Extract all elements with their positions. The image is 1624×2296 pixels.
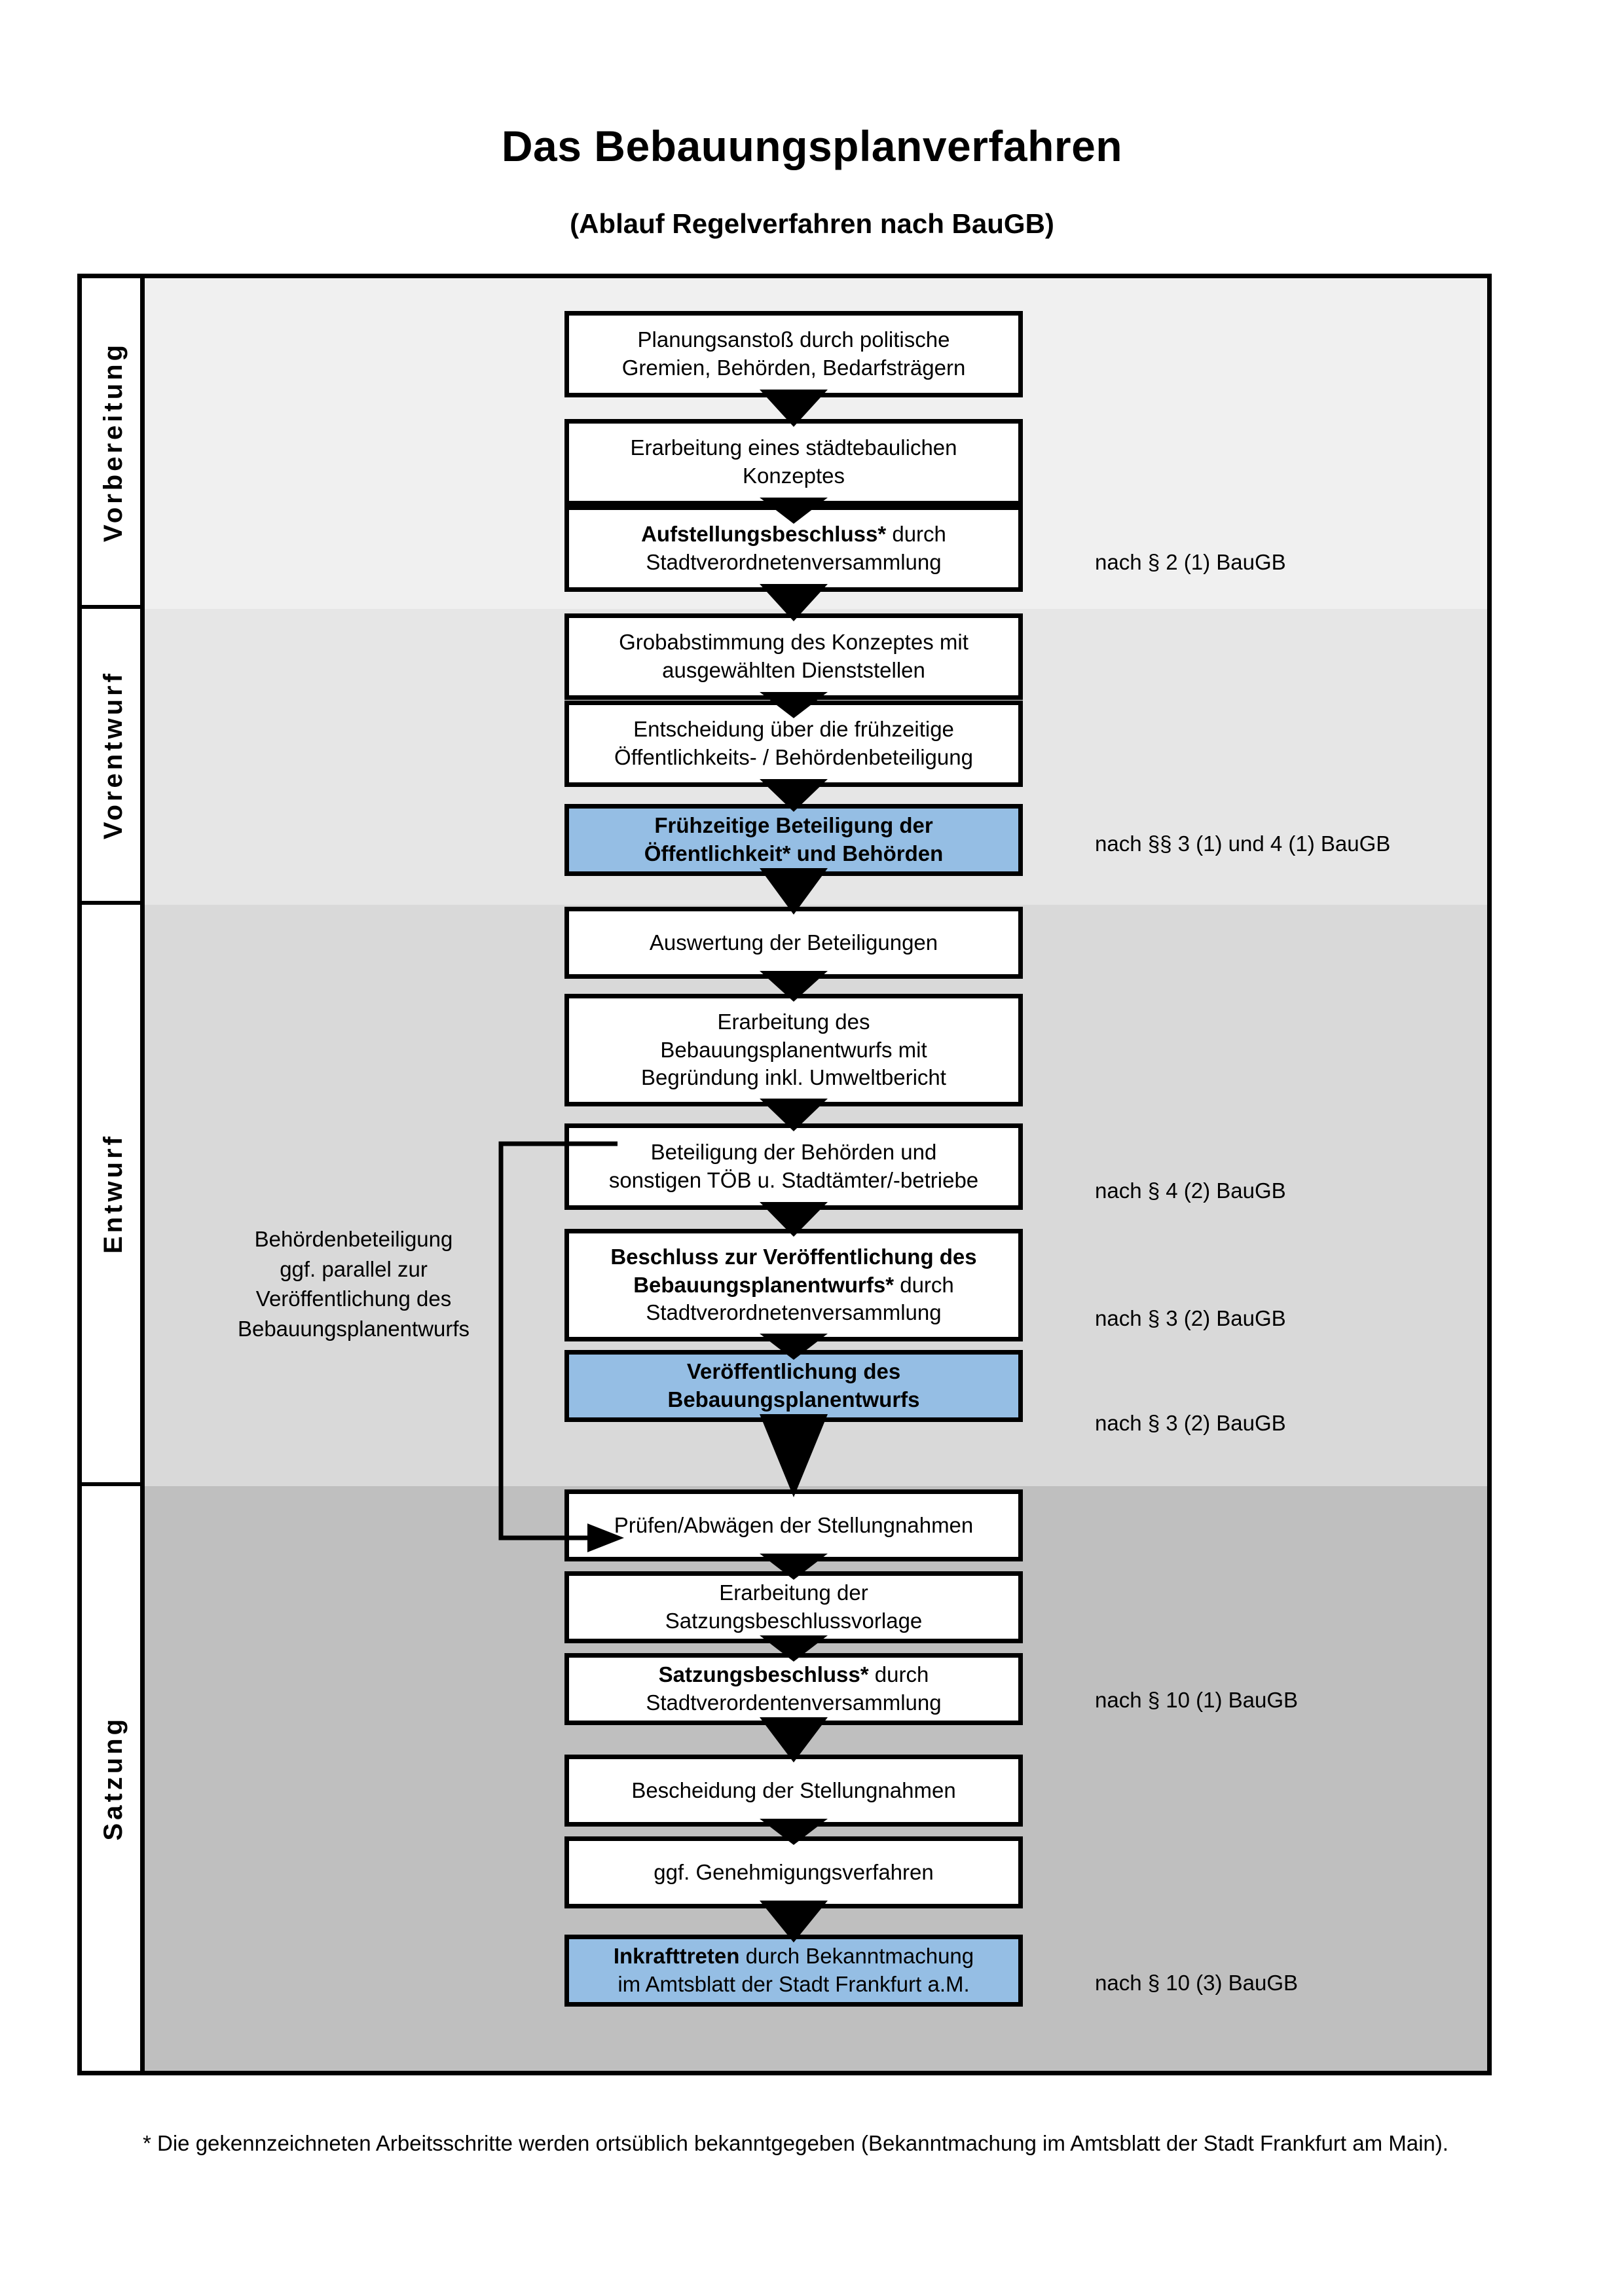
flow-arrow-down-icon: [760, 1202, 828, 1237]
legal-note-n7: nach § 10 (3) BauGB: [1095, 1971, 1299, 1995]
page-title: Das Bebauungsplanverfahren: [501, 122, 1123, 170]
phase-label-vorentwurf: Vorentwurf: [82, 609, 145, 905]
legal-note-n5: nach § 3 (2) BauGB: [1095, 1411, 1286, 1435]
flow-arrow-down-icon: [760, 498, 828, 524]
side-note-line: ggf. parallel zur: [280, 1256, 428, 1281]
side-note-line: Behördenbeteiligung: [254, 1227, 453, 1251]
flow-step-s15[interactable]: Bescheidung der Stellungnahmen: [564, 1755, 1023, 1827]
flow-arrow-down-icon: [760, 1414, 828, 1497]
flow-arrow-down-icon: [760, 584, 828, 621]
legal-note-n2: nach §§ 3 (1) und 4 (1) BauGB: [1095, 831, 1391, 856]
legal-note-n6: nach § 10 (1) BauGB: [1095, 1688, 1299, 1712]
legal-note-n3: nach § 4 (2) BauGB: [1095, 1178, 1286, 1203]
flow-step-label: Bescheidung der Stellungnahmen: [631, 1777, 956, 1802]
flow-arrow-down-icon: [760, 1819, 828, 1845]
phase-label-satzung: Satzung: [82, 1486, 145, 2071]
legal-note-n1: nach § 2 (1) BauGB: [1095, 550, 1286, 574]
flow-arrow-down-icon: [760, 1099, 828, 1131]
flow-arrow-down-icon: [760, 971, 828, 1002]
flow-arrow-down-icon: [760, 692, 828, 718]
footnote: * Die gekennzeichneten Arbeitsschritte w…: [143, 2131, 1449, 2155]
flow-step-s16[interactable]: ggf. Genehmigungsverfahren: [564, 1836, 1023, 1908]
flow-step-label: ggf. Genehmigungsverfahren: [654, 1859, 934, 1884]
flow-arrow-down-icon: [760, 390, 828, 427]
flow-step-label: Auswertung der Beteiligungen: [649, 930, 938, 955]
flow-step-s12[interactable]: Prüfen/Abwägen der Stellungnahmen: [564, 1489, 1023, 1561]
side-note-line: Bebauungsplanentwurfs: [237, 1316, 470, 1341]
flow-arrow-down-icon: [760, 1554, 828, 1580]
parallel-branch-connector: [498, 1141, 624, 1552]
phase-label-vorbereitung: Vorbereitung: [82, 278, 145, 609]
flowchart-frame: Vorbereitung Vorentwurf Entwurf Satzung …: [77, 274, 1492, 2075]
flow-step-s7[interactable]: Auswertung der Beteiligungen: [564, 907, 1023, 979]
phase-label-text: Vorentwurf: [98, 670, 128, 840]
legal-note-n4: nach § 3 (2) BauGB: [1095, 1306, 1286, 1330]
flow-arrow-down-icon: [760, 1635, 828, 1662]
flow-step-label: Prüfen/Abwägen der Stellungnahmen: [614, 1512, 974, 1537]
phase-label-text: Entwurf: [98, 1133, 128, 1254]
phase-label-text: Vorbereitung: [98, 341, 128, 542]
phase-label-column: Vorbereitung Vorentwurf Entwurf Satzung: [82, 278, 145, 2071]
phase-label-entwurf: Entwurf: [82, 905, 145, 1486]
flow-arrow-down-icon: [760, 1901, 828, 1942]
page-subtitle: (Ablauf Regelverfahren nach BauGB): [570, 208, 1054, 239]
flow-arrow-down-icon: [760, 1717, 828, 1762]
side-note-line: Veröffentlichung des: [255, 1286, 452, 1311]
flow-arrow-down-icon: [760, 868, 828, 915]
phase-label-text: Satzung: [98, 1716, 128, 1841]
flow-arrow-down-icon: [760, 779, 828, 812]
flow-arrow-down-icon: [760, 1334, 828, 1360]
